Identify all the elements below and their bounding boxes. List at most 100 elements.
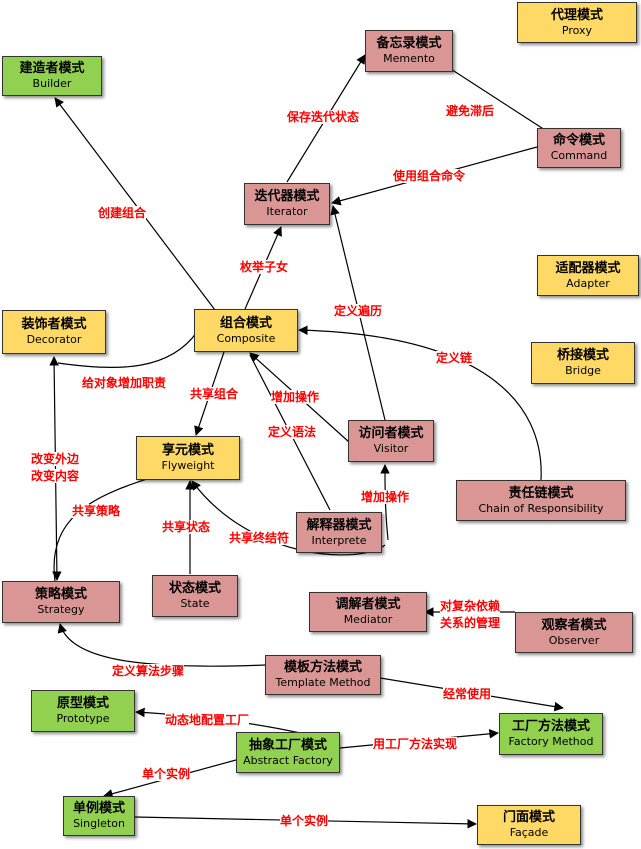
node-subtitle: Flyweight [161,459,215,473]
node-subtitle: Builder [32,77,72,91]
relation-label: 创建组合 [98,206,147,221]
node-title: 单例模式 [72,801,125,816]
relation-label: 改变内容 [31,469,80,484]
relation-label: 共享组合 [190,387,239,402]
node-title: 访问者模式 [358,426,424,441]
node-title: 抽象工厂模式 [248,737,327,753]
relation-label: 共享策略 [72,504,121,519]
node-subtitle: Abstract Factory [243,753,333,767]
node-title: 状态模式 [168,581,221,596]
node-visitor[interactable]: 访问者模式 Visitor [348,420,434,462]
node-title: 建造者模式 [19,61,85,76]
node-title: 解释器模式 [306,517,372,533]
node-subtitle: Façade [509,826,549,840]
node-subtitle: Interprete [311,533,367,547]
relation-label: 改变外边 [31,452,80,467]
node-subtitle: Memento [383,52,435,66]
node-chain-of-responsibility[interactable]: 责任链模式 Chain of Responsibility [456,480,626,521]
node-subtitle: Template Method [275,676,371,690]
relation-label: 关系的管理 [440,616,501,631]
node-subtitle: State [180,597,210,611]
node-title: 备忘录模式 [376,36,442,51]
node-mediator[interactable]: 调解者模式 Mediator [309,592,427,632]
node-composite[interactable]: 组合模式 Composite [194,309,298,352]
edge-strategy-flyweight [53,468,175,582]
relation-label: 定义遍历 [334,304,383,319]
node-abstract-factory[interactable]: 抽象工厂模式 Abstract Factory [236,732,340,773]
node-title: 组合模式 [219,315,272,331]
node-subtitle: Prototype [56,712,110,726]
node-subtitle: Decorator [26,333,82,347]
relation-label: 对复杂依赖 [440,599,501,614]
node-title: 门面模式 [502,810,555,825]
relation-label: 单个实例 [142,767,191,782]
node-subtitle: Composite [216,331,276,345]
node-title: 观察者模式 [541,617,607,633]
relation-label: 共享状态 [162,520,211,535]
node-builder[interactable]: 建造者模式 Builder [2,56,102,96]
node-title: 代理模式 [550,7,603,23]
relation-label: 定义算法步骤 [112,664,185,679]
relation-label: 保存迭代状态 [287,110,360,125]
node-title: 工厂方法模式 [511,719,590,734]
relation-label: 避免滞后 [446,104,495,119]
relation-label: 用工厂方法实现 [373,737,458,752]
relation-label: 经常使用 [443,687,492,702]
relation-label: 给对象增加职责 [82,376,167,391]
node-title: 策略模式 [34,587,87,602]
node-template-method[interactable]: 模板方法模式 Template Method [265,655,381,695]
node-observer[interactable]: 观察者模式 Observer [515,612,633,653]
node-bridge[interactable]: 桥接模式 Bridge [531,342,635,384]
node-title: 享元模式 [161,443,214,458]
node-singleton[interactable]: 单例模式 Singleton [63,796,135,836]
node-interpreter[interactable]: 解释器模式 Interprete [296,512,382,553]
node-title: 装饰者模式 [21,317,87,332]
node-title: 迭代器模式 [254,189,320,204]
relation-label: 动态地配置工厂 [165,713,250,728]
edge-template-strategy [57,623,266,667]
node-subtitle: Adapter [566,276,610,290]
relation-label: 使用组合命令 [393,169,466,184]
node-title: 调解者模式 [335,597,401,612]
node-memento[interactable]: 备忘录模式 Memento [365,30,453,72]
relation-label: 增加操作 [361,490,410,505]
node-subtitle: Factory Method [508,735,594,749]
relation-label: 共享终结符 [229,531,290,546]
node-subtitle: Bridge [565,364,601,378]
node-iterator[interactable]: 迭代器模式 Iterator [244,183,330,225]
node-decorator[interactable]: 装饰者模式 Decorator [2,310,106,354]
node-state[interactable]: 状态模式 State [152,575,238,617]
relation-label: 枚举子女 [240,260,289,275]
node-flyweight[interactable]: 享元模式 Flyweight [136,436,240,480]
node-title: 原型模式 [56,696,109,711]
node-factory-method[interactable]: 工厂方法模式 Factory Method [499,713,603,755]
node-subtitle: Observer [548,633,600,647]
node-subtitle: Strategy [37,603,85,617]
edge-chain-composite [298,325,542,481]
node-subtitle: Singleton [73,817,125,831]
node-strategy[interactable]: 策略模式 Strategy [2,581,120,623]
node-subtitle: Command [550,149,608,163]
node-title: 适配器模式 [555,260,621,276]
relation-label: 定义链 [436,351,473,366]
node-title: 桥接模式 [556,348,609,363]
edge-command-memento [439,61,546,131]
relation-label: 单个实例 [280,814,329,829]
node-title: 模板方法模式 [283,660,362,675]
node-facade[interactable]: 门面模式 Façade [477,805,581,845]
edge-decorator-strategy [49,356,62,581]
node-subtitle: Visitor [373,442,409,456]
node-title: 责任链模式 [508,485,574,501]
node-proxy[interactable]: 代理模式 Proxy [517,2,637,43]
node-prototype[interactable]: 原型模式 Prototype [31,690,135,732]
edge-composite-builder [54,97,216,311]
node-subtitle: Proxy [561,23,593,37]
relation-label: 增加操作 [271,390,320,405]
edge-composite-decorator [57,331,198,369]
relation-label: 定义语法 [268,425,317,440]
node-title: 命令模式 [552,133,605,148]
node-command[interactable]: 命令模式 Command [537,128,621,168]
node-adapter[interactable]: 适配器模式 Adapter [537,255,639,296]
node-subtitle: Iterator [266,205,308,219]
